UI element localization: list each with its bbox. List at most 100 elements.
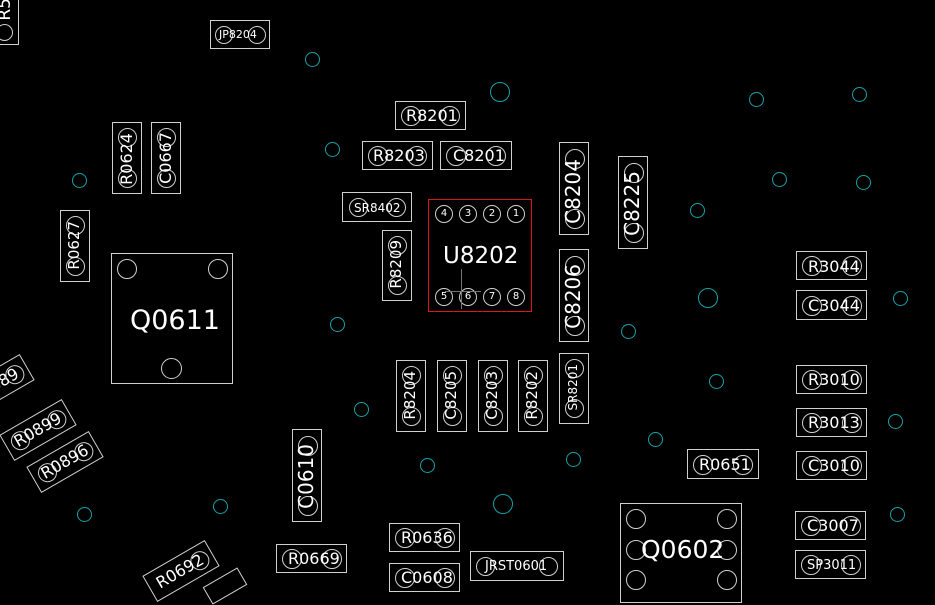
via[interactable] [330, 317, 345, 332]
pad[interactable] [387, 198, 406, 217]
component-u8202[interactable]: 4 3 2 1 5 6 7 8 U8202 [428, 199, 532, 312]
pad[interactable] [407, 146, 427, 166]
pad[interactable] [842, 370, 862, 390]
pad[interactable] [157, 169, 176, 188]
pad[interactable] [484, 366, 503, 385]
pad[interactable] [626, 509, 646, 529]
component-sr8402[interactable]: SR8402 [342, 192, 412, 222]
pin-4[interactable]: 4 [435, 205, 453, 223]
pad[interactable] [118, 128, 137, 147]
via[interactable] [772, 172, 787, 187]
component-c8206[interactable]: C8206 [559, 249, 589, 342]
component-r3013[interactable]: R3013 [796, 408, 867, 437]
component-c0667[interactable]: C0667 [151, 122, 181, 194]
component-r8201[interactable]: R8201 [395, 101, 466, 130]
component-jp8204[interactable]: JP8204 [210, 20, 270, 49]
component-c0608[interactable]: C0608 [389, 563, 460, 592]
via[interactable] [325, 142, 340, 157]
via[interactable] [420, 458, 435, 473]
pad[interactable] [802, 413, 822, 433]
pad[interactable] [524, 366, 543, 385]
pad[interactable] [842, 413, 862, 433]
via[interactable] [621, 324, 636, 339]
pad[interactable] [565, 359, 584, 378]
component-c8225[interactable]: C8225 [618, 156, 648, 249]
pad[interactable] [801, 555, 821, 575]
pad[interactable] [388, 276, 407, 295]
pad[interactable] [802, 370, 822, 390]
pad[interactable] [802, 256, 822, 276]
component-r0627[interactable]: R0627 [60, 210, 90, 282]
pin-6[interactable]: 6 [459, 288, 477, 306]
component-partial[interactable] [202, 567, 248, 605]
pad[interactable] [524, 407, 543, 426]
pad[interactable] [157, 128, 176, 147]
component-c0610[interactable]: C0610 [292, 429, 322, 522]
pin-7[interactable]: 7 [483, 288, 501, 306]
pad[interactable] [841, 516, 861, 536]
component-q0602[interactable]: Q0602 [620, 503, 742, 603]
pad[interactable] [248, 26, 266, 44]
pin-2[interactable]: 2 [483, 205, 501, 223]
pad[interactable] [349, 198, 368, 217]
via[interactable] [77, 507, 92, 522]
pad[interactable] [368, 146, 388, 166]
pad[interactable] [565, 209, 585, 229]
pad[interactable] [0, 24, 13, 41]
via[interactable] [490, 82, 510, 102]
component-c8201[interactable]: C8201 [440, 141, 512, 170]
pad[interactable] [298, 436, 318, 456]
pad[interactable] [66, 216, 85, 235]
pad[interactable] [402, 407, 421, 426]
component-r3010[interactable]: R3010 [796, 365, 867, 394]
component-r5[interactable]: R5 [0, 0, 19, 45]
component-r3044[interactable]: R3044 [796, 251, 867, 280]
via[interactable] [749, 92, 764, 107]
pad[interactable] [842, 256, 862, 276]
pad[interactable] [446, 146, 466, 166]
pad[interactable] [484, 407, 503, 426]
via[interactable] [888, 414, 903, 429]
pad[interactable] [624, 223, 644, 243]
via[interactable] [852, 87, 867, 102]
component-r0636[interactable]: R0636 [389, 523, 460, 552]
pad[interactable] [443, 407, 462, 426]
pad[interactable] [802, 456, 822, 476]
pad[interactable] [539, 557, 558, 576]
via[interactable] [566, 452, 581, 467]
pin-1[interactable]: 1 [507, 205, 525, 223]
pad[interactable] [841, 555, 861, 575]
pad[interactable] [486, 146, 506, 166]
component-r8202[interactable]: R8202 [518, 360, 548, 432]
pad[interactable] [693, 455, 713, 475]
via[interactable] [648, 432, 663, 447]
component-c8204[interactable]: C8204 [559, 142, 589, 235]
component-jrst0601[interactable]: JRST0601 [470, 551, 564, 581]
via[interactable] [354, 402, 369, 417]
component-r0624[interactable]: R0624 [112, 122, 142, 194]
component-r0889[interactable]: R0889 [0, 354, 35, 416]
pad[interactable] [322, 549, 342, 569]
via[interactable] [213, 499, 228, 514]
via[interactable] [305, 52, 320, 67]
component-sp3011[interactable]: SP3011 [795, 550, 866, 579]
component-r8209[interactable]: R8209 [382, 230, 412, 301]
pad[interactable] [298, 496, 318, 516]
pad[interactable] [215, 26, 233, 44]
pin-3[interactable]: 3 [459, 205, 477, 223]
component-r0669[interactable]: R0669 [276, 544, 347, 573]
pad[interactable] [118, 169, 137, 188]
via[interactable] [493, 494, 513, 514]
via[interactable] [709, 374, 724, 389]
pad[interactable] [626, 540, 646, 560]
component-c3010[interactable]: C3010 [796, 451, 867, 480]
pad[interactable] [395, 528, 415, 548]
pad[interactable] [66, 257, 85, 276]
pad[interactable] [440, 106, 460, 126]
pad[interactable] [402, 366, 421, 385]
pad[interactable] [565, 149, 585, 169]
pad[interactable] [161, 358, 182, 379]
via[interactable] [890, 507, 905, 522]
pad[interactable] [435, 528, 455, 548]
pad[interactable] [717, 570, 737, 590]
